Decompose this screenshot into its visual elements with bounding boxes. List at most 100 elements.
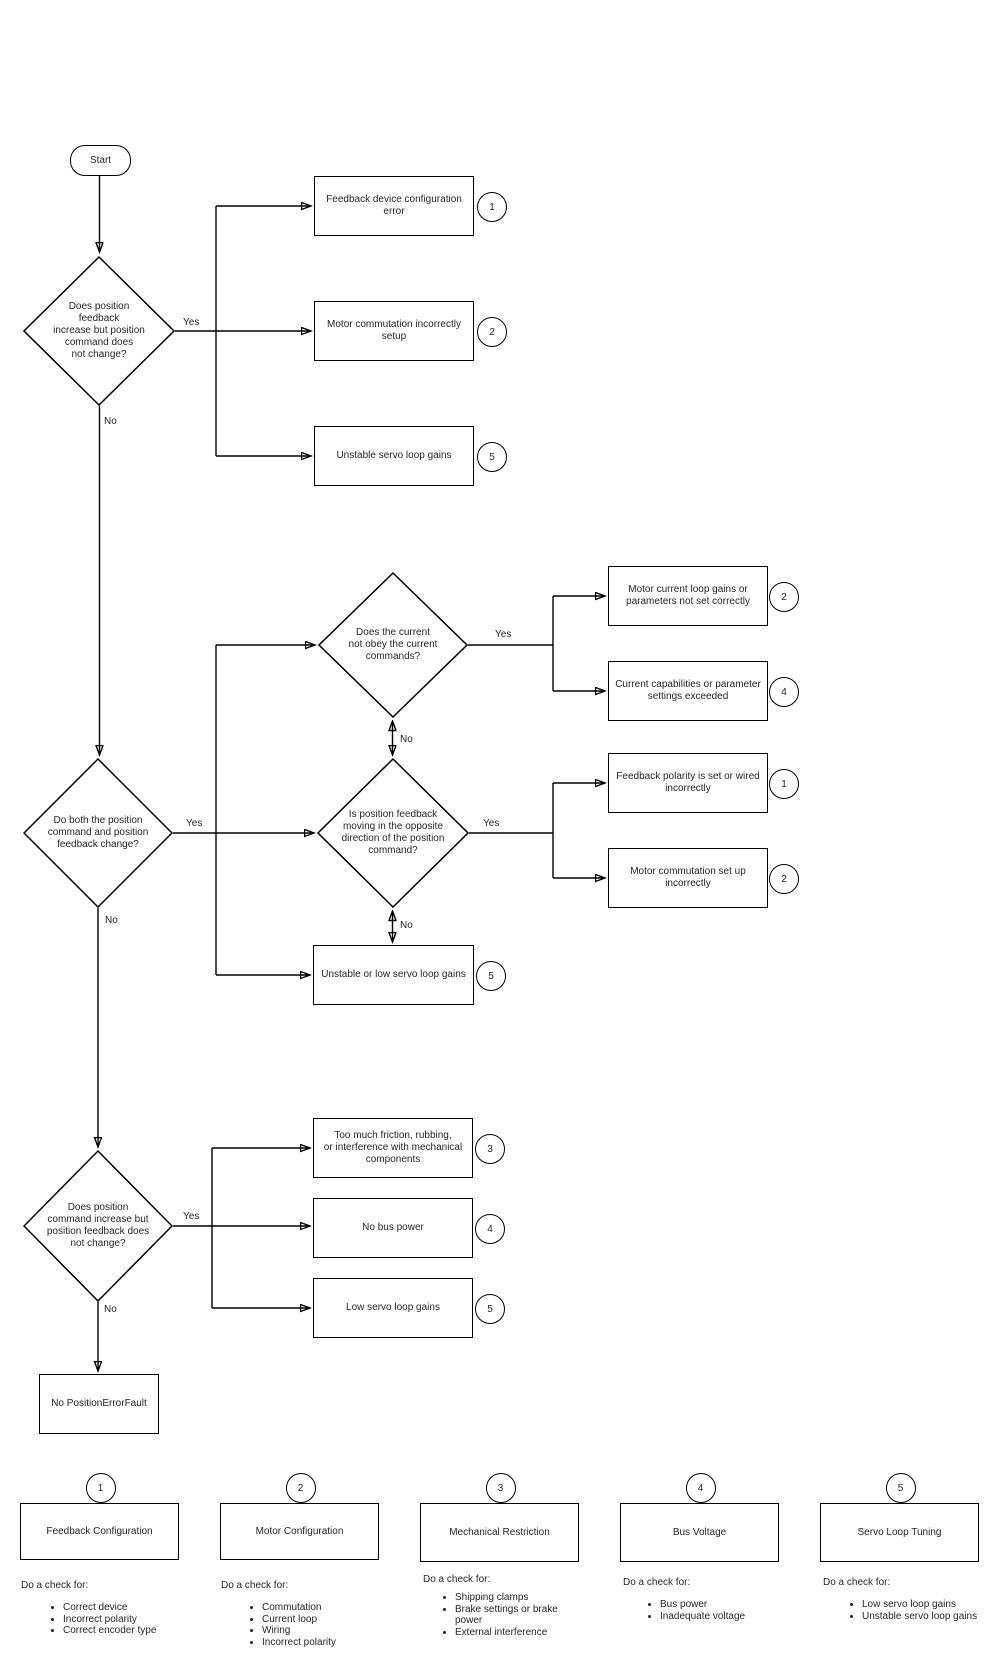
outcome-low-servo-loop-gains: Low servo loop gains — [313, 1278, 473, 1338]
ref-number: 2 — [297, 1482, 304, 1494]
legend-list-2: Commutation Current loop Wiring Incorrec… — [247, 1602, 382, 1648]
decision-text: Does position command increase but posit… — [46, 1202, 150, 1249]
legend-circle-5: 5 — [885, 1473, 916, 1503]
ref-number: 2 — [781, 873, 787, 885]
ref-number: 5 — [487, 1303, 493, 1315]
ref-number: 5 — [897, 1482, 904, 1494]
outcome-no-bus-power: No bus power — [313, 1198, 473, 1258]
legend-list-1: Correct device Incorrect polarity Correc… — [48, 1602, 183, 1637]
legend-heading: Do a check for: — [21, 1580, 89, 1591]
legend-item: Unstable servo loop gains — [862, 1611, 1000, 1623]
decision-both-position-change: Do both the position command and positio… — [23, 758, 173, 908]
ref-circle-servo-tuning: 5 — [476, 961, 506, 991]
legend-item: Commutation — [262, 1602, 382, 1614]
outcome-text: Feedback device configuration error — [326, 194, 462, 217]
ref-number: 4 — [781, 686, 787, 698]
ref-circle-bus-voltage: 4 — [769, 677, 799, 707]
outcome-motor-current-loop-gains: Motor current loop gains or parameters n… — [608, 566, 768, 626]
legend-item: Wiring — [262, 1625, 382, 1637]
legend-card-mechanical-restriction: Mechanical Restriction — [420, 1503, 579, 1562]
legend-item: Correct encoder type — [63, 1625, 183, 1637]
legend-item: Bus power — [660, 1599, 780, 1611]
legend-card-feedback-configuration: Feedback Configuration — [20, 1503, 179, 1560]
outcome-friction-mechanical: Too much friction, rubbing, or interfere… — [313, 1118, 473, 1178]
legend-circle-3: 3 — [485, 1473, 516, 1503]
outcome-motor-commutation-setup-incorrectly: Motor commutation set up incorrectly — [608, 848, 768, 908]
no-label: No — [104, 416, 117, 427]
ref-number: 2 — [781, 591, 787, 603]
legend-heading: Do a check for: — [221, 1580, 289, 1591]
outcome-text: Feedback polarity is set or wired incorr… — [616, 771, 760, 794]
outcome-motor-commutation-incorrect-setup: Motor commutation incorrectly setup — [314, 301, 474, 361]
outcome-feedback-polarity-incorrect: Feedback polarity is set or wired incorr… — [608, 753, 768, 813]
decision-position-feedback-increase: Does position feedback increase but posi… — [23, 256, 175, 406]
legend-item: Current loop — [262, 1614, 382, 1626]
legend-list-4: Bus power Inadequate voltage — [645, 1599, 780, 1622]
legend-item: Shipping clamps — [455, 1592, 565, 1604]
legend-circle-2: 2 — [285, 1473, 316, 1503]
diamond-shape — [23, 758, 173, 908]
ref-number: 1 — [97, 1482, 104, 1494]
terminal-text: No PositionErrorFault — [51, 1398, 147, 1409]
legend-list-3: Shipping clamps Brake settings or brake … — [440, 1592, 565, 1638]
outcome-text: Motor commutation incorrectly setup — [327, 319, 461, 342]
decision-text: Does the current not obey the current co… — [348, 627, 438, 662]
decision-current-obey-commands: Does the current not obey the current co… — [318, 572, 468, 718]
legend-item: Incorrect polarity — [262, 1637, 382, 1649]
outcome-unstable-servo-loop-gains: Unstable servo loop gains — [314, 426, 474, 486]
legend-heading: Do a check for: — [623, 1577, 691, 1588]
ref-circle-motor-config: 2 — [477, 317, 507, 347]
decision-text: Does position feedback increase but posi… — [53, 301, 145, 360]
legend-item: External interference — [455, 1627, 565, 1639]
legend-item: Brake settings or brake power — [455, 1604, 565, 1627]
legend-card-motor-configuration: Motor Configuration — [220, 1503, 379, 1560]
legend-item: Correct device — [63, 1602, 183, 1614]
outcome-current-capabilities-exceeded: Current capabilities or parameter settin… — [608, 661, 768, 721]
legend-heading: Do a check for: — [823, 1577, 891, 1588]
outcome-text: Current capabilities or parameter settin… — [615, 679, 761, 702]
no-label: No — [105, 915, 118, 926]
ref-circle-servo-tuning: 5 — [475, 1294, 505, 1324]
outcome-text: Unstable servo loop gains — [336, 450, 452, 461]
legend-circle-1: 1 — [85, 1473, 116, 1503]
outcome-feedback-device-config-error: Feedback device configuration error — [314, 176, 474, 236]
ref-number: 5 — [488, 970, 494, 982]
diamond-shape — [23, 1150, 173, 1302]
yes-label: Yes — [186, 818, 203, 829]
yes-label: Yes — [183, 317, 200, 328]
ref-number: 3 — [497, 1482, 504, 1494]
legend-card-bus-voltage: Bus Voltage — [620, 1503, 779, 1562]
diamond-shape — [317, 758, 469, 908]
ref-number: 3 — [487, 1143, 493, 1155]
ref-circle-feedback-config: 1 — [769, 769, 799, 799]
start-label: Start — [89, 155, 112, 166]
no-label: No — [400, 920, 413, 931]
legend-title: Mechanical Restriction — [449, 1526, 550, 1538]
ref-circle-feedback-config: 1 — [477, 192, 507, 222]
diamond-shape — [318, 572, 468, 718]
no-label: No — [400, 734, 413, 745]
outcome-unstable-or-low-servo-loop-gains: Unstable or low servo loop gains — [313, 945, 474, 1005]
outcome-text: Motor current loop gains or parameters n… — [626, 584, 750, 607]
legend-item: Inadequate voltage — [660, 1611, 780, 1623]
ref-number: 4 — [697, 1482, 704, 1494]
ref-number: 1 — [781, 778, 787, 790]
ref-circle-bus-voltage: 4 — [475, 1214, 505, 1244]
outcome-text: No bus power — [362, 1222, 424, 1233]
outcome-text: Too much friction, rubbing, or interfere… — [323, 1130, 463, 1165]
no-label: No — [104, 1304, 117, 1315]
legend-heading: Do a check for: — [423, 1574, 491, 1585]
diamond-shape — [23, 256, 175, 406]
terminal-no-position-error-fault: No PositionErrorFault — [39, 1374, 159, 1434]
ref-number: 4 — [487, 1223, 493, 1235]
start-node: Start — [70, 145, 131, 176]
outcome-text: Low servo loop gains — [346, 1302, 440, 1313]
legend-title: Feedback Configuration — [46, 1525, 153, 1537]
ref-number: 2 — [489, 326, 495, 338]
legend-card-servo-loop-tuning: Servo Loop Tuning — [820, 1503, 979, 1562]
legend-item: Incorrect polarity — [63, 1614, 183, 1626]
yes-label: Yes — [495, 629, 512, 640]
ref-circle-motor-config: 2 — [769, 864, 799, 894]
